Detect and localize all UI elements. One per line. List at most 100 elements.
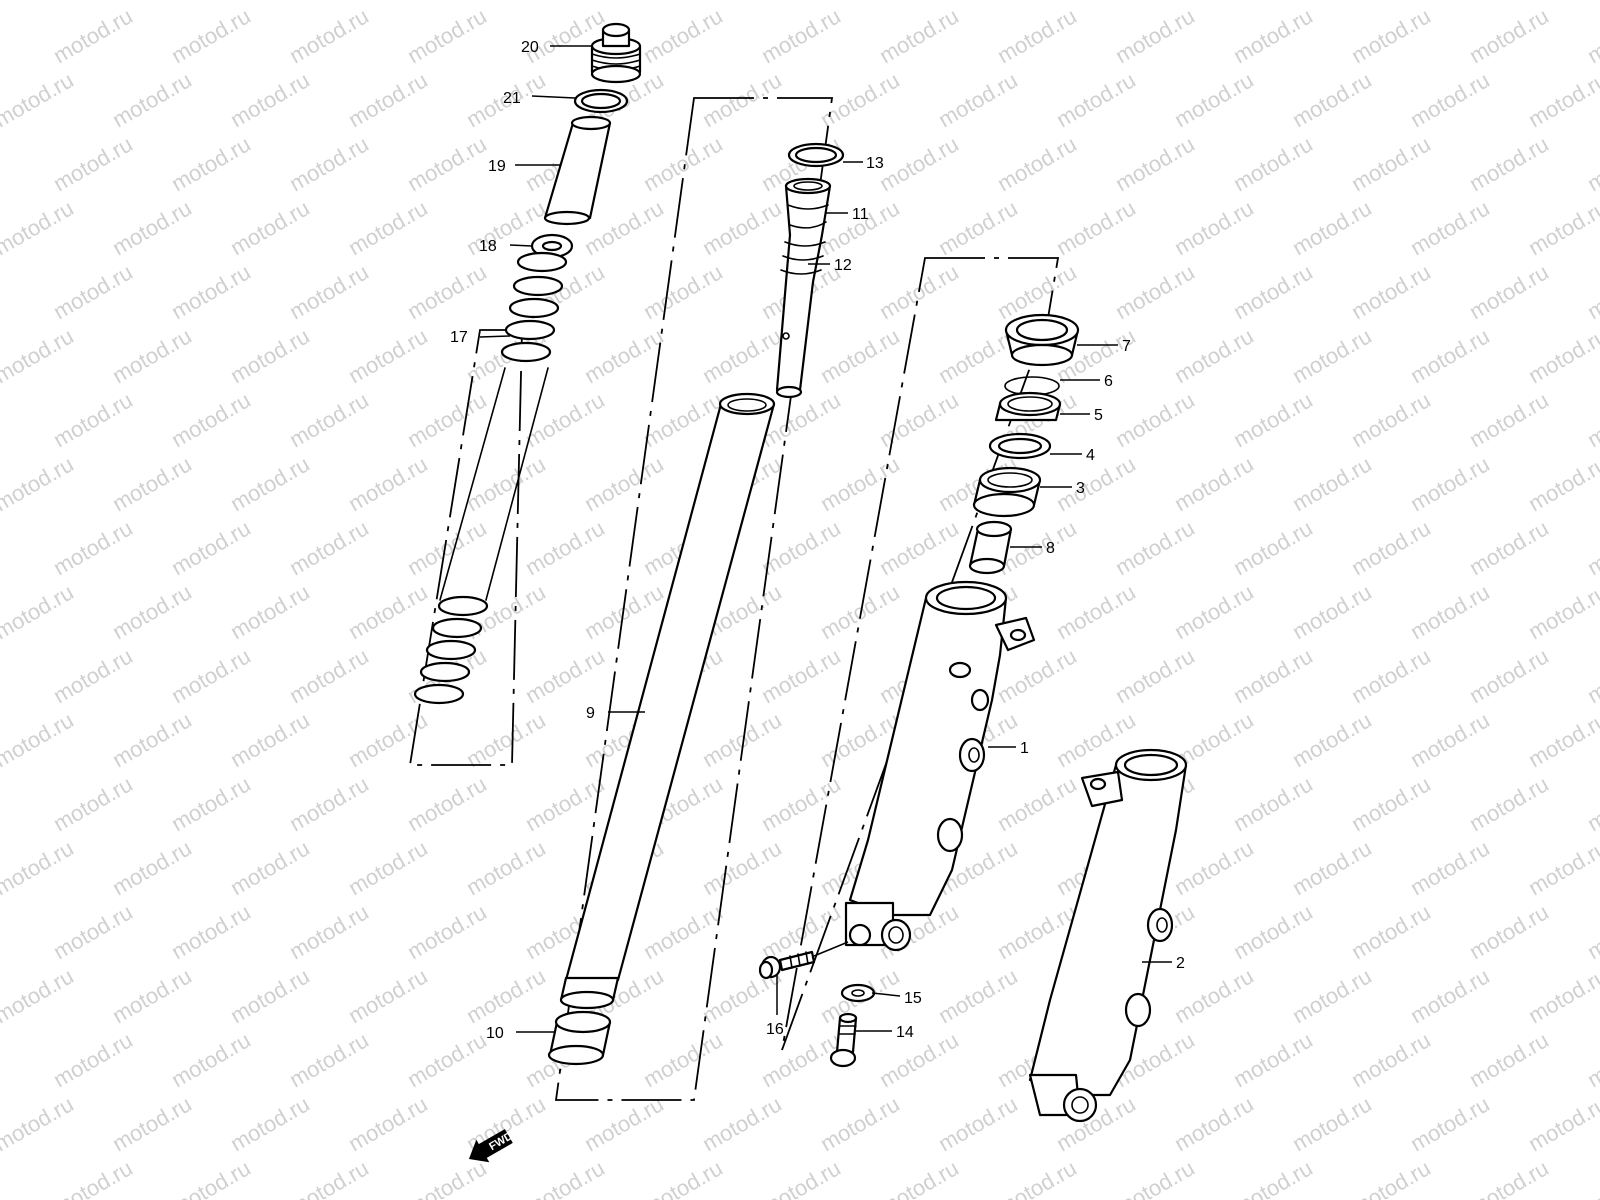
watermark-text: motod.ru bbox=[344, 195, 432, 260]
watermark-text: motod.ru bbox=[1524, 835, 1600, 900]
watermark-text: motod.ru bbox=[1406, 835, 1494, 900]
watermark-text: motod.ru bbox=[1583, 771, 1600, 836]
watermark-text: motod.ru bbox=[462, 963, 550, 1028]
watermark-text: motod.ru bbox=[1406, 67, 1494, 132]
callout-19: 19 bbox=[488, 158, 506, 175]
watermark-text: motod.ru bbox=[639, 1155, 727, 1200]
watermark-text: motod.ru bbox=[521, 771, 609, 836]
watermark-text: motod.ru bbox=[167, 259, 255, 324]
watermark-text: motod.ru bbox=[1111, 387, 1199, 452]
part-14-drain-screw bbox=[829, 1012, 858, 1068]
part-15-gasket bbox=[840, 983, 876, 1003]
watermark-text: motod.ru bbox=[108, 835, 196, 900]
watermark-text: motod.ru bbox=[108, 195, 196, 260]
callout-10: 10 bbox=[486, 1025, 504, 1042]
watermark-text: motod.ru bbox=[1170, 579, 1258, 644]
watermark-text: motod.ru bbox=[875, 131, 963, 196]
watermark-text: motod.ru bbox=[1583, 643, 1600, 708]
watermark-text: motod.ru bbox=[757, 771, 845, 836]
watermark-text: motod.ru bbox=[49, 259, 137, 324]
watermark-text: motod.ru bbox=[1583, 1027, 1600, 1092]
watermark-text: motod.ru bbox=[167, 771, 255, 836]
watermark-text: motod.ru bbox=[1524, 707, 1600, 772]
part-11-damper-rod bbox=[775, 177, 832, 392]
watermark-text: motod.ru bbox=[816, 67, 904, 132]
watermark-text: motod.ru bbox=[875, 3, 963, 68]
part-13-o-ring bbox=[787, 142, 845, 168]
watermark-text: motod.ru bbox=[816, 1091, 904, 1156]
watermark-text: motod.ru bbox=[226, 1091, 314, 1156]
watermark-text: motod.ru bbox=[0, 0, 78, 4]
watermark-text: motod.ru bbox=[993, 771, 1081, 836]
part-17-fork-spring bbox=[413, 251, 568, 705]
watermark-text: motod.ru bbox=[816, 0, 904, 4]
watermark-text: motod.ru bbox=[1170, 963, 1258, 1028]
watermark-text: motod.ru bbox=[49, 643, 137, 708]
watermark-text: motod.ru bbox=[285, 387, 373, 452]
watermark-text: motod.ru bbox=[1229, 515, 1317, 580]
callout-18: 18 bbox=[479, 238, 497, 255]
watermark-text: motod.ru bbox=[108, 579, 196, 644]
watermark-text: motod.ru bbox=[167, 3, 255, 68]
watermark-text: motod.ru bbox=[1406, 1091, 1494, 1156]
watermark-text: motod.ru bbox=[757, 1155, 845, 1200]
watermark-text: motod.ru bbox=[1524, 323, 1600, 388]
watermark-text: motod.ru bbox=[1347, 1027, 1435, 1092]
watermark-text: motod.ru bbox=[1052, 195, 1140, 260]
watermark-text: motod.ru bbox=[1347, 899, 1435, 964]
watermark-text: motod.ru bbox=[934, 1091, 1022, 1156]
watermark-text: motod.ru bbox=[167, 1027, 255, 1092]
watermark-text: motod.ru bbox=[1465, 515, 1553, 580]
watermark-text: motod.ru bbox=[344, 67, 432, 132]
watermark-text: motod.ru bbox=[344, 963, 432, 1028]
watermark-text: motod.ru bbox=[1524, 0, 1600, 4]
leader-lines bbox=[479, 45, 1172, 1033]
watermark-text: motod.ru bbox=[875, 1155, 963, 1200]
watermark-text: motod.ru bbox=[344, 1091, 432, 1156]
part-2-outer-tube bbox=[1028, 748, 1188, 1123]
watermark-text: motod.ru bbox=[875, 387, 963, 452]
watermark-text: motod.ru bbox=[993, 131, 1081, 196]
watermark-text: motod.ru bbox=[0, 195, 78, 260]
watermark-text: motod.ru bbox=[108, 707, 196, 772]
watermark-text: motod.ru bbox=[1170, 451, 1258, 516]
watermark-text: motod.ru bbox=[1347, 771, 1435, 836]
watermark-text: motod.ru bbox=[1406, 963, 1494, 1028]
watermark-text: motod.ru bbox=[167, 643, 255, 708]
watermark-text: motod.ru bbox=[757, 3, 845, 68]
watermark-text: motod.ru bbox=[639, 3, 727, 68]
watermark-text: motod.ru bbox=[993, 643, 1081, 708]
watermark-text: motod.ru bbox=[167, 899, 255, 964]
watermark-text: motod.ru bbox=[167, 131, 255, 196]
watermark-text: motod.ru bbox=[285, 3, 373, 68]
watermark-text: motod.ru bbox=[1170, 323, 1258, 388]
watermark-text: motod.ru bbox=[403, 259, 491, 324]
watermark-text: motod.ru bbox=[1111, 3, 1199, 68]
watermark-text: motod.ru bbox=[639, 1027, 727, 1092]
part-12-piston-rings bbox=[775, 241, 826, 399]
watermark-text: motod.ru bbox=[226, 0, 314, 4]
watermark-text: motod.ru bbox=[1111, 643, 1199, 708]
watermark-text: motod.ru bbox=[1406, 707, 1494, 772]
watermark-text: motod.ru bbox=[285, 771, 373, 836]
watermark-text: motod.ru bbox=[1288, 963, 1376, 1028]
watermark-text: motod.ru bbox=[521, 515, 609, 580]
watermark-text: motod.ru bbox=[521, 643, 609, 708]
watermark-text: motod.ru bbox=[1465, 387, 1553, 452]
watermark-text: motod.ru bbox=[1229, 259, 1317, 324]
watermark-text: motod.ru bbox=[403, 1155, 491, 1200]
watermark-text: motod.ru bbox=[580, 0, 668, 4]
callout-21: 21 bbox=[503, 90, 521, 107]
watermark-text: motod.ru bbox=[1229, 3, 1317, 68]
watermark-text: motod.ru bbox=[993, 3, 1081, 68]
watermark-text: motod.ru bbox=[344, 579, 432, 644]
callout-4: 4 bbox=[1086, 447, 1095, 464]
watermark-text: motod.ru bbox=[226, 707, 314, 772]
watermark-text: motod.ru bbox=[1465, 643, 1553, 708]
watermark-text: motod.ru bbox=[1170, 195, 1258, 260]
watermark-text: motod.ru bbox=[344, 835, 432, 900]
watermark-text: motod.ru bbox=[1465, 899, 1553, 964]
watermark-text: motod.ru bbox=[226, 835, 314, 900]
watermark-text: motod.ru bbox=[1347, 387, 1435, 452]
watermark-text: motod.ru bbox=[816, 323, 904, 388]
